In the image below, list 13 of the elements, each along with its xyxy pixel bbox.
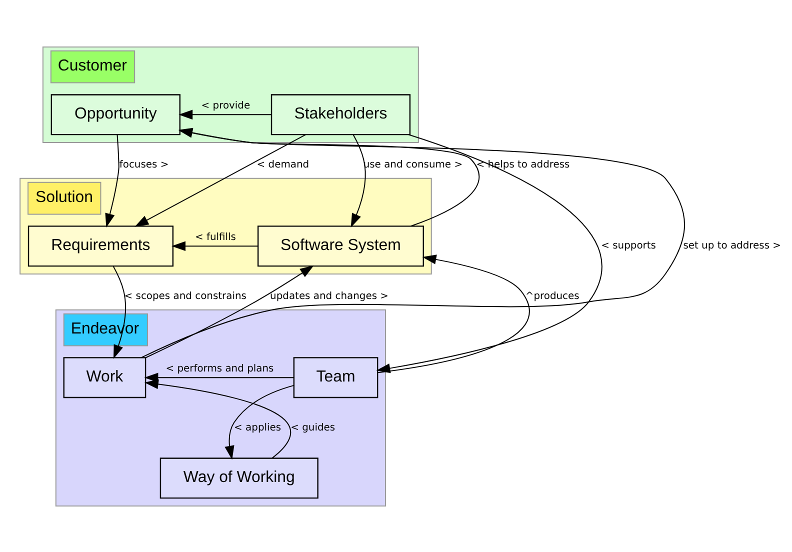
- edge-label: < demand: [256, 158, 310, 170]
- edge-label: < performs and plans: [166, 363, 274, 374]
- edge-label: focuses >: [119, 158, 169, 170]
- edge-label: < fulfills: [194, 232, 236, 243]
- edge-label: ^produces: [525, 290, 580, 302]
- edge-label: set up to address >: [683, 240, 781, 252]
- edge-label: < provide: [201, 100, 250, 112]
- edge-label: updates and changes >: [270, 290, 389, 302]
- edge-label: < helps to address: [476, 158, 570, 170]
- edge-label: < guides: [290, 422, 336, 433]
- edge-label: < scopes and constrains: [124, 290, 246, 302]
- edge-label: < supports: [601, 240, 656, 252]
- edge-label: < applies: [234, 422, 282, 433]
